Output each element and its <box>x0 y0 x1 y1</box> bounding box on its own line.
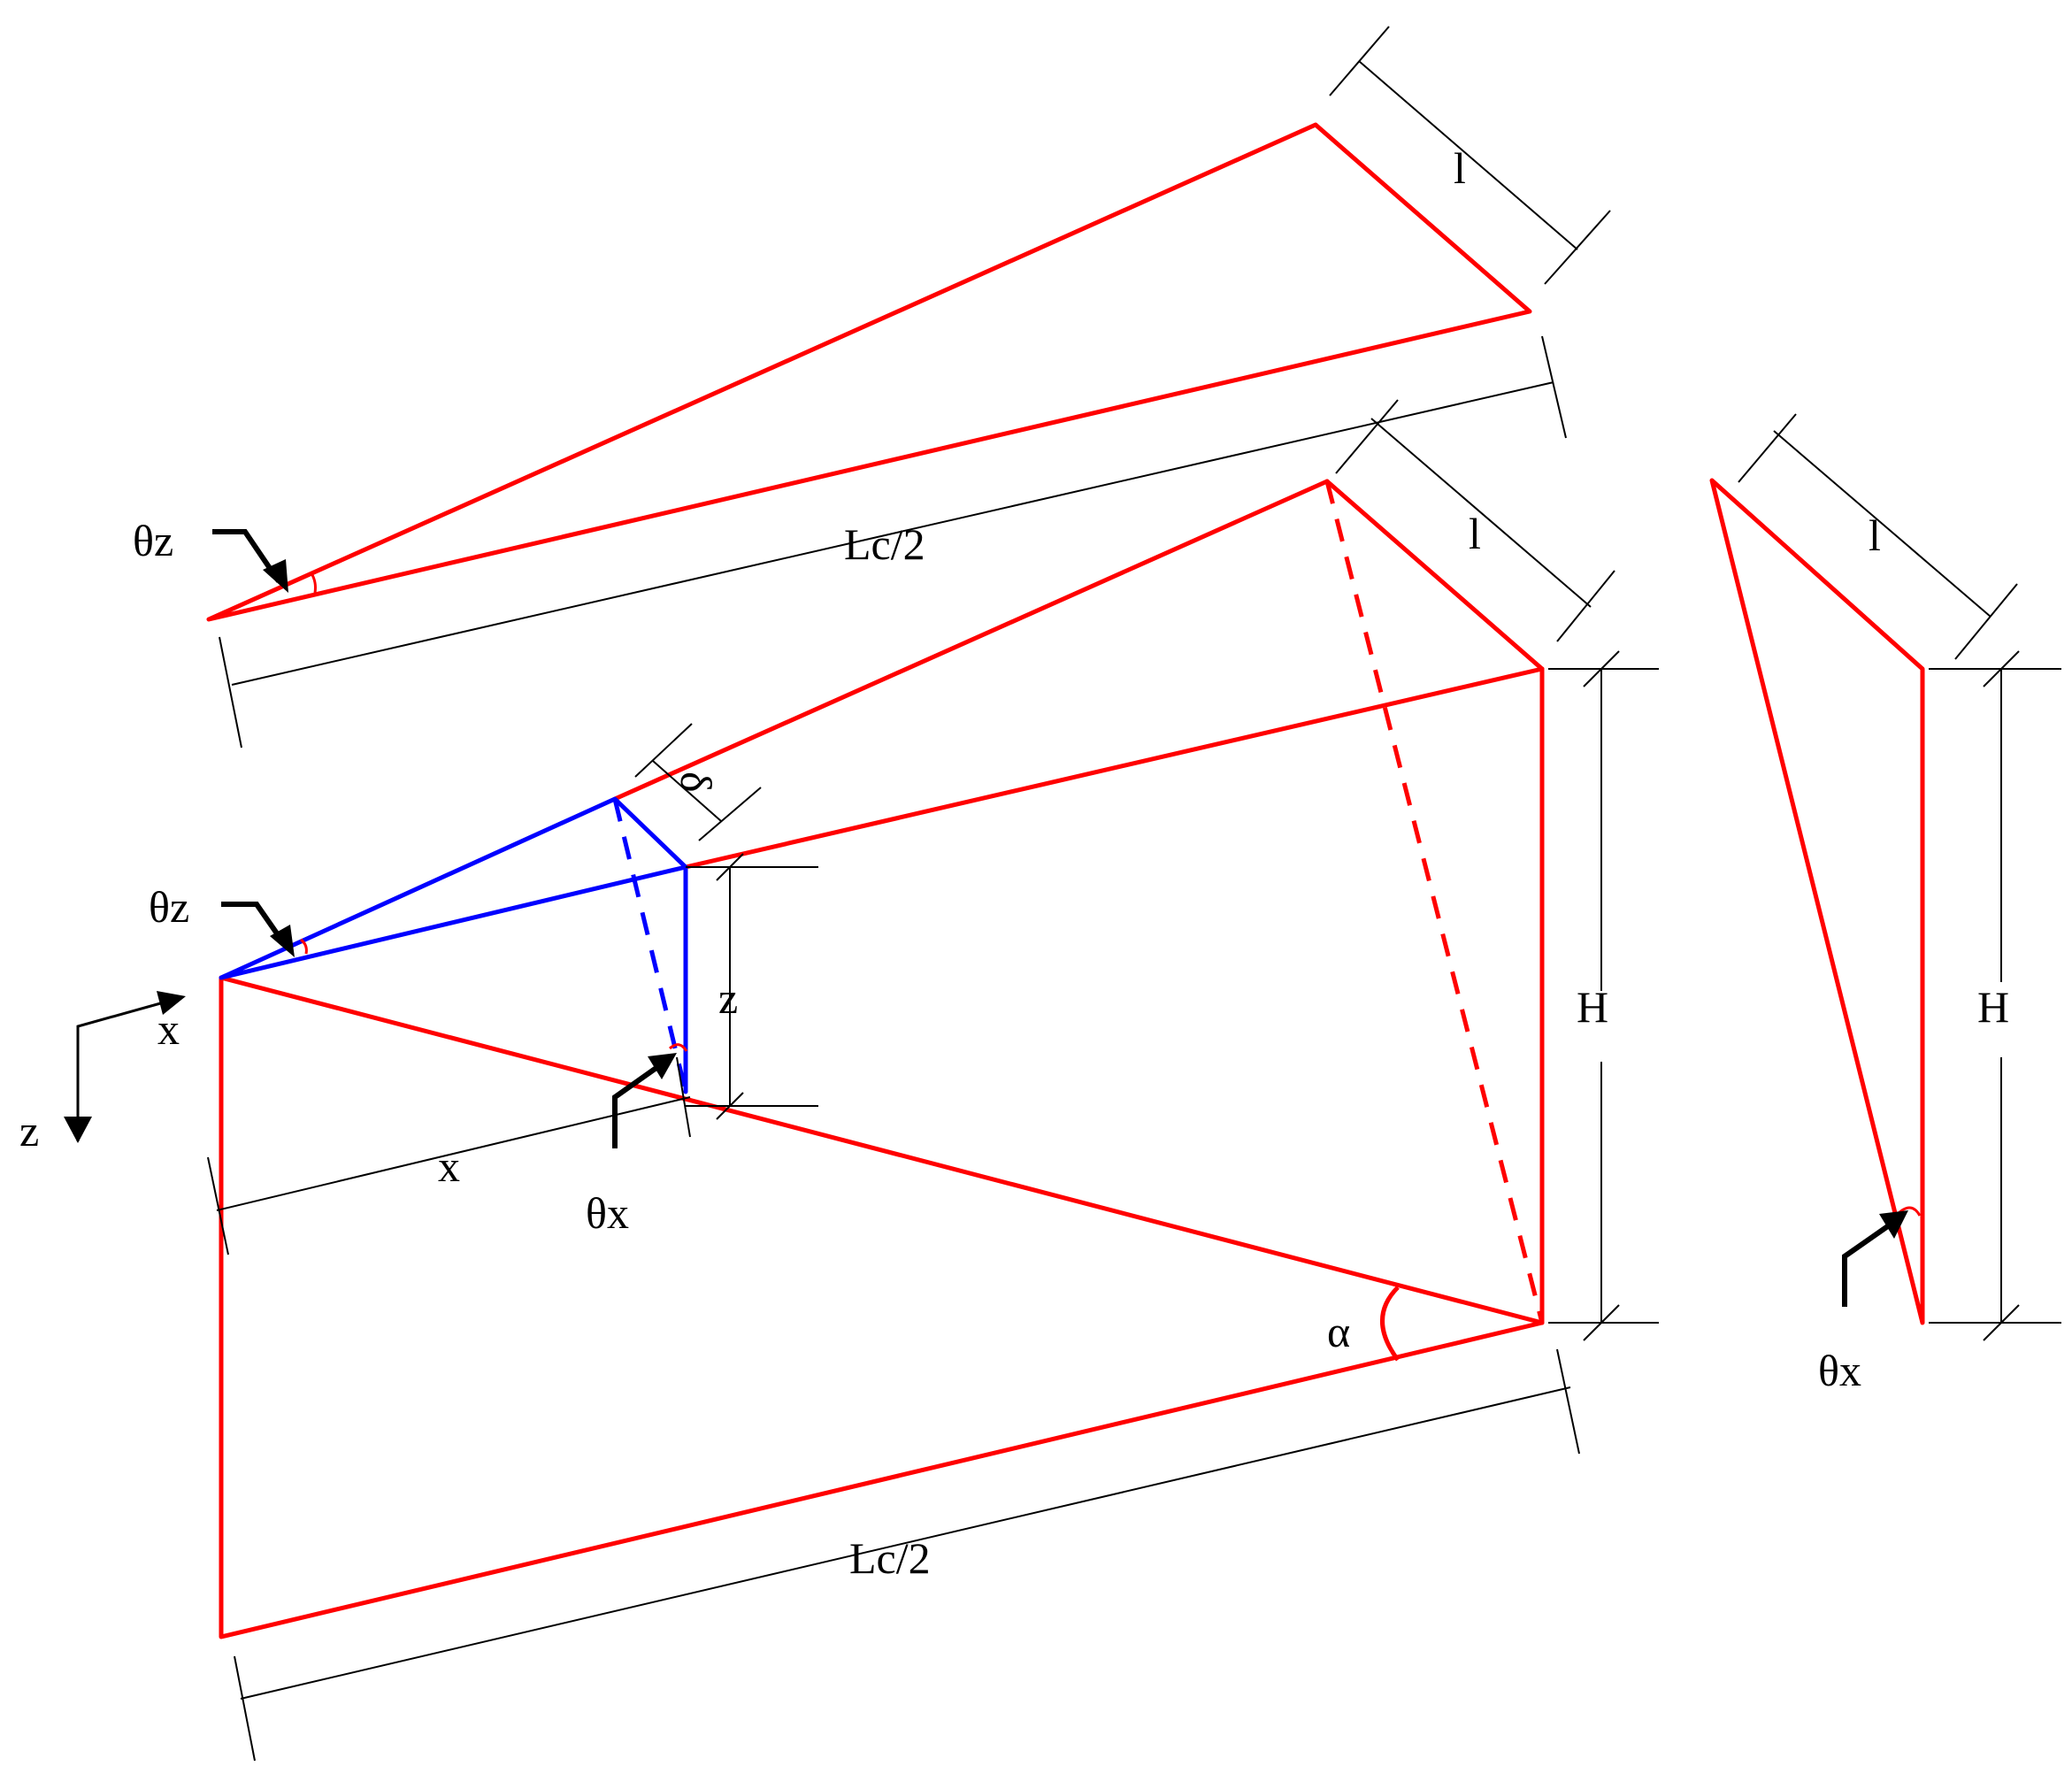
top-theta-z-arc <box>310 572 317 594</box>
main-upper-ridge <box>612 479 1330 802</box>
main-upper-rear <box>683 666 1545 870</box>
dim-z <box>686 853 818 1120</box>
label-axis-x: x <box>157 1004 180 1054</box>
x-axis-arrowhead-icon <box>157 991 186 1015</box>
top-dim-lc2 <box>219 335 1567 749</box>
label-theta-x-side: θx <box>1818 1346 1861 1395</box>
side-theta-x-arrowhead-icon <box>1879 1210 1908 1239</box>
side-dim-h <box>1929 650 2061 1341</box>
label-theta-x-main: θx <box>586 1188 629 1238</box>
main-left-edge <box>219 975 1545 1639</box>
dim-x <box>207 1056 691 1255</box>
top-theta-z-arrow <box>212 529 281 583</box>
main-dim-l <box>1335 399 1615 642</box>
deformed-section <box>219 796 688 980</box>
deformed-dashed <box>612 798 688 1093</box>
top-dim-l <box>1329 26 1611 285</box>
label-l-main: l <box>1469 509 1481 558</box>
label-lc2-main: Lc/2 <box>849 1533 931 1583</box>
label-h-side: H <box>1977 982 2009 1032</box>
main-theta-x-arc <box>668 1043 688 1052</box>
top-triangle <box>206 122 1532 622</box>
main-3d-view <box>64 399 1659 1762</box>
main-diagonal <box>219 975 1545 1325</box>
label-l-side: l <box>1869 511 1881 560</box>
top-plan-view <box>206 26 1611 749</box>
main-theta-x-arrowhead-icon <box>648 1053 677 1079</box>
main-dim-h <box>1548 650 1659 1341</box>
top-theta-z-arrowhead-icon <box>263 559 288 593</box>
dim-delta <box>634 723 762 841</box>
main-theta-z-arc <box>300 938 308 955</box>
label-lc2-top: Lc/2 <box>844 519 925 569</box>
alpha-arc <box>1380 1286 1401 1362</box>
main-theta-x-arrow <box>612 1063 662 1148</box>
side-view <box>1709 413 2061 1341</box>
main-theta-z-arrowhead-icon <box>270 925 295 957</box>
side-outline <box>1709 478 1925 1325</box>
label-h-main: H <box>1577 982 1608 1032</box>
side-dim-l <box>1738 413 2018 660</box>
label-alpha: α <box>1327 1307 1350 1356</box>
main-dashed-ridge <box>1324 480 1545 1324</box>
main-top-edge <box>1324 479 1545 672</box>
main-theta-z-arrow <box>221 902 288 947</box>
side-theta-x-arrow <box>1842 1221 1893 1307</box>
label-theta-z-main: θz <box>149 882 189 932</box>
label-theta-z-top: θz <box>133 516 173 565</box>
label-x-dim: x <box>438 1141 460 1191</box>
label-axis-z: z <box>19 1106 39 1156</box>
z-axis-arrowhead-icon <box>64 1117 92 1143</box>
main-dim-lc2 <box>234 1348 1580 1762</box>
label-z-dim: z <box>718 973 738 1023</box>
label-delta: δ <box>671 772 721 793</box>
axes-icon <box>64 991 186 1143</box>
label-l-top: l <box>1454 143 1466 193</box>
